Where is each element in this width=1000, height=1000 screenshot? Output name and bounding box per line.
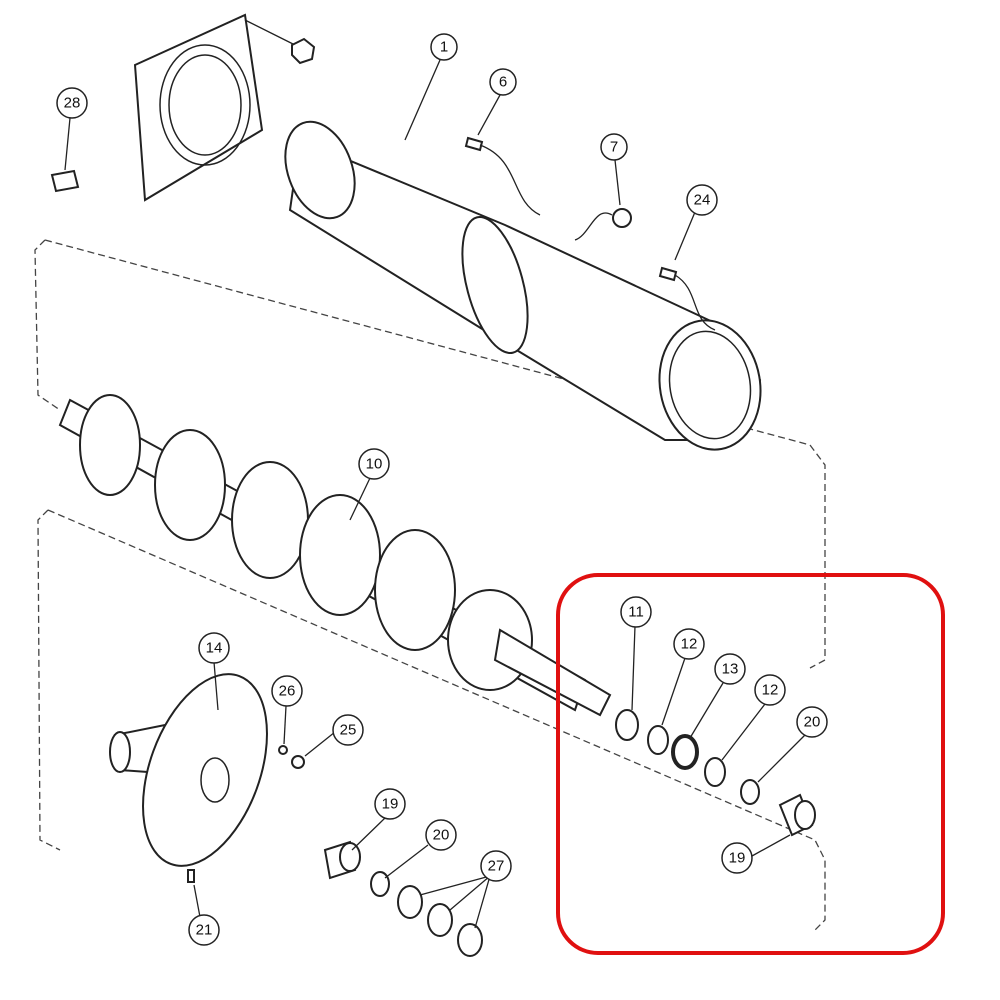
- callout-27: 27: [480, 850, 512, 882]
- leader-lines: [64, 59, 806, 929]
- callout-19-highlighted: 19: [721, 842, 753, 874]
- callout-11: 11: [620, 596, 652, 628]
- svg-text:19: 19: [382, 796, 399, 813]
- callout-26: 26: [271, 675, 303, 707]
- part-26: [278, 745, 288, 755]
- svg-text:28: 28: [64, 95, 81, 112]
- callout-12-first: 12: [673, 628, 705, 660]
- bolt-part-6: [464, 136, 541, 216]
- assembly-boundary-upper: [34, 239, 826, 669]
- callout-25: 25: [332, 714, 364, 746]
- svg-text:21: 21: [196, 922, 213, 939]
- callout-12-second: 12: [754, 674, 786, 706]
- bolt-part-24: [658, 266, 716, 331]
- svg-text:1: 1: [440, 39, 448, 56]
- callout-1: 1: [430, 33, 458, 61]
- svg-text:10: 10: [366, 456, 383, 473]
- callout-20-lower: 20: [425, 819, 457, 851]
- svg-text:12: 12: [762, 682, 779, 699]
- clip-part-28: [50, 169, 80, 193]
- hub-part-14: [109, 673, 268, 867]
- part-25: [291, 755, 305, 769]
- callout-28: 28: [56, 87, 88, 119]
- auger-flighting: [58, 394, 612, 717]
- callout-24: 24: [686, 184, 718, 216]
- bearing-set-highlighted: [615, 709, 816, 837]
- svg-text:6: 6: [499, 74, 507, 91]
- screw-part-21: [187, 869, 195, 883]
- svg-text:12: 12: [681, 636, 698, 653]
- svg-text:13: 13: [722, 661, 739, 678]
- svg-text:25: 25: [340, 722, 357, 739]
- svg-text:20: 20: [804, 714, 821, 731]
- svg-text:11: 11: [628, 604, 644, 621]
- svg-text:26: 26: [279, 683, 296, 700]
- callout-7: 7: [600, 133, 628, 161]
- svg-text:27: 27: [488, 858, 505, 875]
- svg-text:19: 19: [729, 850, 746, 867]
- mounting-plate: [133, 13, 316, 202]
- svg-text:14: 14: [206, 640, 223, 657]
- callout-21: 21: [188, 914, 220, 946]
- highlight-box: [556, 573, 945, 955]
- callout-14: 14: [198, 632, 230, 664]
- callout-20-highlighted: 20: [796, 706, 828, 738]
- bearing-set-lower: [323, 840, 483, 957]
- nut-part-7: [574, 208, 632, 241]
- auger-tube: [284, 120, 762, 451]
- callout-10: 10: [358, 448, 390, 480]
- callout-19-lower: 19: [374, 788, 406, 820]
- callout-13: 13: [714, 653, 746, 685]
- svg-text:7: 7: [610, 139, 618, 156]
- svg-text:20: 20: [433, 827, 450, 844]
- svg-text:24: 24: [694, 192, 711, 209]
- callout-6: 6: [489, 68, 517, 96]
